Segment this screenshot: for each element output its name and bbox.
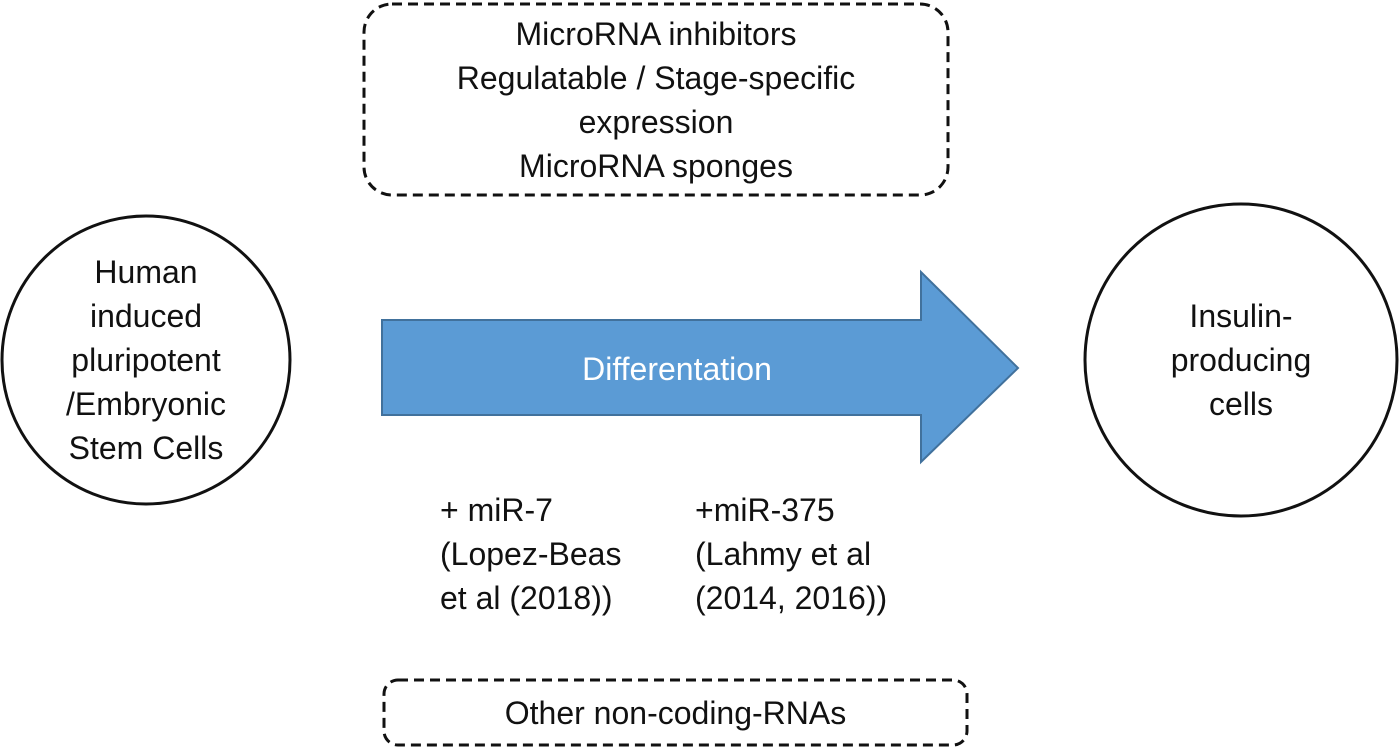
top-box-line-3: expression [578, 104, 734, 140]
arrow-label: Differentation [382, 345, 972, 393]
left-circle-text: Human induced pluripotent /Embryonic Ste… [20, 245, 272, 475]
right-circle-line-3: cells [1208, 386, 1273, 422]
mir375-line-2: (Lahmy et al [695, 536, 872, 572]
mir7-line-2: (Lopez-Beas [440, 536, 622, 572]
left-circle-line-3: pluripotent [71, 342, 221, 378]
mir375-line-3: (2014, 2016)) [695, 580, 888, 616]
right-circle-text: Insulin- producing cells [1110, 290, 1372, 430]
mir7-line-3: et al (2018)) [440, 580, 613, 616]
bottom-dashed-box [382, 678, 969, 747]
top-box-line-1: MicroRNA inhibitors [515, 16, 797, 52]
differentiation-arrow [381, 269, 1020, 465]
mir375-annotation: +miR-375 (Lahmy et al (2014, 2016)) [695, 488, 935, 620]
left-circle [0, 214, 292, 506]
bottom-box-text: Other non-coding-RNAs [384, 688, 967, 738]
right-circle-line-1: Insulin- [1189, 298, 1293, 334]
mir7-line-1: + miR-7 [440, 492, 553, 528]
right-circle [1083, 202, 1399, 518]
mir7-annotation: + miR-7 (Lopez-Beas et al (2018)) [440, 488, 660, 620]
top-box-line-4: MicroRNA sponges [519, 148, 793, 184]
top-box-line-2: Regulatable / Stage-specific [456, 60, 856, 96]
top-box-text: MicroRNA inhibitors Regulatable / Stage-… [364, 10, 948, 190]
left-circle-line-1: Human [94, 254, 198, 290]
right-circle-line-2: producing [1170, 342, 1312, 378]
left-circle-line-2: induced [89, 298, 203, 334]
left-circle-line-5: Stem Cells [68, 430, 224, 466]
top-dashed-box [362, 2, 950, 197]
arrow-label-text: Differentation [582, 351, 772, 387]
left-circle-line-4: /Embryonic [65, 386, 227, 422]
bottom-box-label: Other non-coding-RNAs [504, 695, 847, 731]
mir375-line-1: +miR-375 [695, 492, 835, 528]
